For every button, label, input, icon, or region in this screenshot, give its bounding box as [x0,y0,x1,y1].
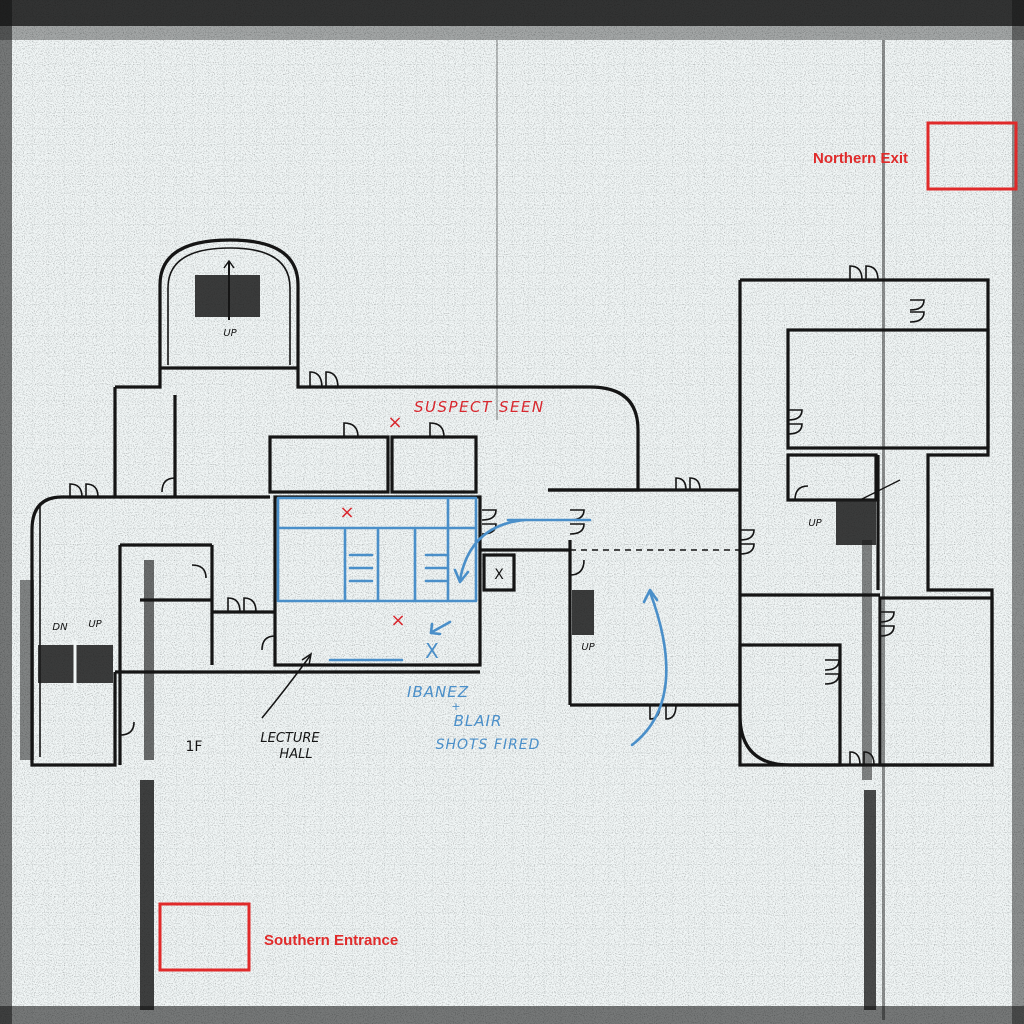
blue-annotations [276,496,668,747]
southern-entrance-label: Southern Entrance [264,932,398,949]
southern-entrance-marker[interactable]: Southern Entrance [158,902,398,972]
movement-arrow-west [458,518,527,582]
north-stair [195,259,260,320]
movement-arrow-hall [430,620,452,634]
officers-annotation: IBANEZ + BLAIR SHOTS FIRED [407,683,541,753]
center-stair [572,590,594,635]
east-stair-leader [859,479,901,501]
suspect-seen-annotation: SUSPECT SEEN [414,398,545,416]
elevator: X [494,567,504,583]
center-stair-up-label: UP [581,642,595,653]
northern-exit-marker[interactable]: Northern Exit [813,121,1018,191]
shots-fired-note: SHOTS FIRED [436,737,541,753]
officer-name-1: IBANEZ [407,683,469,701]
doors [69,265,925,766]
west-stair [38,640,113,690]
east-stair-up-label: UP [808,518,822,529]
lecture-hall-label-line-1: LECTURE [260,731,320,746]
southern-entrance-box[interactable] [158,902,251,972]
north-stair-up-label: UP [223,328,237,339]
west-stair-up-label: UP [88,619,102,630]
suspect-marks: × × × [339,412,405,631]
suspect-mark: × [339,502,354,523]
suspect-mark: × [390,610,405,631]
movement-arrow-east [630,590,668,747]
suspect-mark: × [387,412,402,433]
stairs: X [38,259,876,690]
northern-exit-label: Northern Exit [813,150,908,167]
lecture-hall-label-line-2: HALL [279,747,312,762]
floor-label: 1F [186,739,203,755]
east-stair [836,500,876,545]
officer-plus: + [451,700,460,713]
officer-position-mark: X [425,639,439,663]
officer-name-2: BLAIR [454,712,503,730]
west-stair-dn-label: DN [52,622,68,633]
lecture-hall-arrow [261,655,311,719]
elevator-mark: X [494,567,504,583]
northern-exit-box[interactable] [926,121,1018,191]
